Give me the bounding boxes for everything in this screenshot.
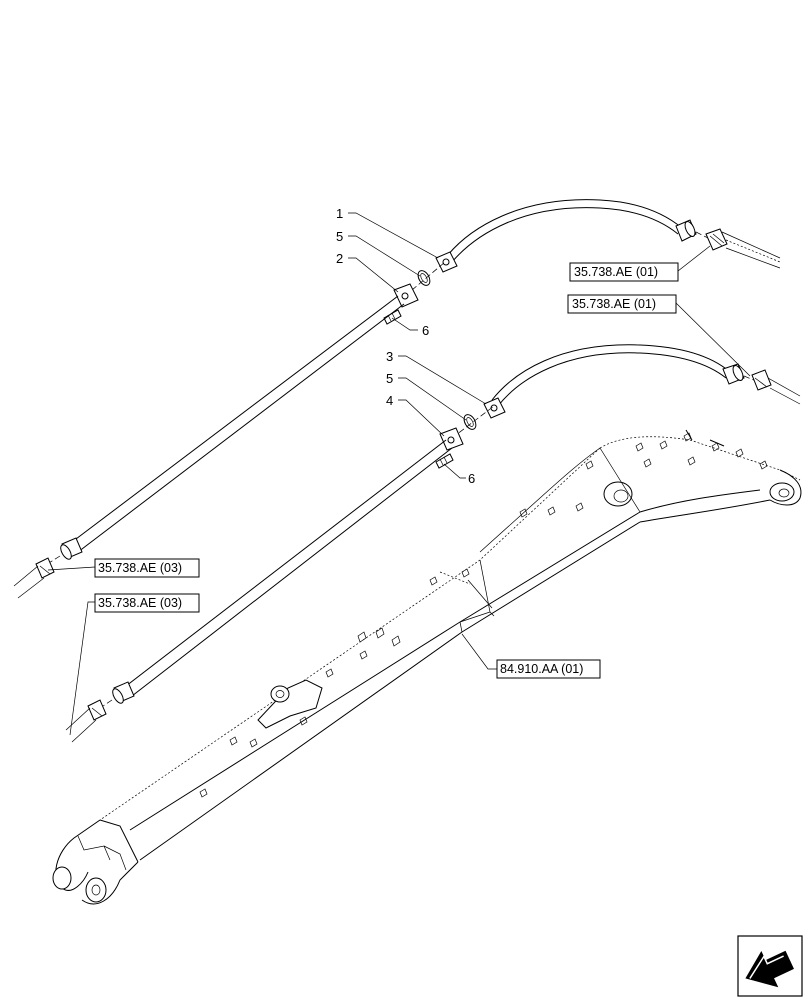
boom-pivot-boss <box>603 481 633 507</box>
callout-1: 1 <box>336 206 343 221</box>
clamp-part-4 <box>439 427 464 451</box>
mating-fitting <box>751 369 772 391</box>
lower-hose-assembly <box>65 344 801 743</box>
tube-end-fitting <box>112 681 135 704</box>
boom-tip-pin <box>769 482 795 502</box>
reference-box-top-2[interactable]: 35.738.AE (01) <box>567 294 677 314</box>
svg-text:35.738.AE (03): 35.738.AE (03) <box>98 596 182 610</box>
callout-5-lower: 5 <box>386 371 393 386</box>
hose-end-fitting <box>675 219 697 242</box>
boom-foot-pin-left <box>52 866 72 890</box>
callout-4: 4 <box>386 393 393 408</box>
tube-end-fitting <box>60 537 83 560</box>
svg-text:35.738.AE (01): 35.738.AE (01) <box>572 297 656 311</box>
boom-arm <box>52 429 802 905</box>
reference-box-top-1[interactable]: 35.738.AE (01) <box>569 262 679 282</box>
svg-text:35.738.AE (01): 35.738.AE (01) <box>574 265 658 279</box>
o-ring-part-5 <box>463 414 477 430</box>
callout-3: 3 <box>386 349 393 364</box>
svg-text:84.910.AA (01): 84.910.AA (01) <box>500 662 583 676</box>
callout-leaders <box>47 212 751 736</box>
direction-arrow-icon <box>737 935 803 997</box>
mating-fitting <box>705 228 728 251</box>
callout-labels: 1 5 2 6 3 5 4 6 <box>336 206 475 486</box>
hose-clip-brackets <box>199 432 768 798</box>
callout-6-lower: 6 <box>468 471 475 486</box>
callout-5-upper: 5 <box>336 229 343 244</box>
cylinder-bracket <box>257 679 323 729</box>
hose-end-fitting <box>722 363 745 385</box>
svg-text:35.738.AE (03): 35.738.AE (03) <box>98 561 182 575</box>
callout-6-upper: 6 <box>422 323 429 338</box>
reference-box-left-2[interactable]: 35.738.AE (03) <box>94 593 200 613</box>
clamp-part-2 <box>393 283 419 308</box>
left-mating-fitting <box>35 557 55 579</box>
bolt-part-6 <box>435 453 454 469</box>
clamp-part-1 <box>435 251 458 273</box>
left-mating-fitting <box>87 699 107 721</box>
callout-2: 2 <box>336 251 343 266</box>
upper-hose-assembly <box>13 199 781 599</box>
boom-foot-pin-right <box>85 877 107 903</box>
reference-box-boom[interactable]: 84.910.AA (01) <box>496 659 601 679</box>
reference-box-left-1[interactable]: 35.738.AE (03) <box>94 558 200 578</box>
o-ring-part-5 <box>417 270 431 286</box>
